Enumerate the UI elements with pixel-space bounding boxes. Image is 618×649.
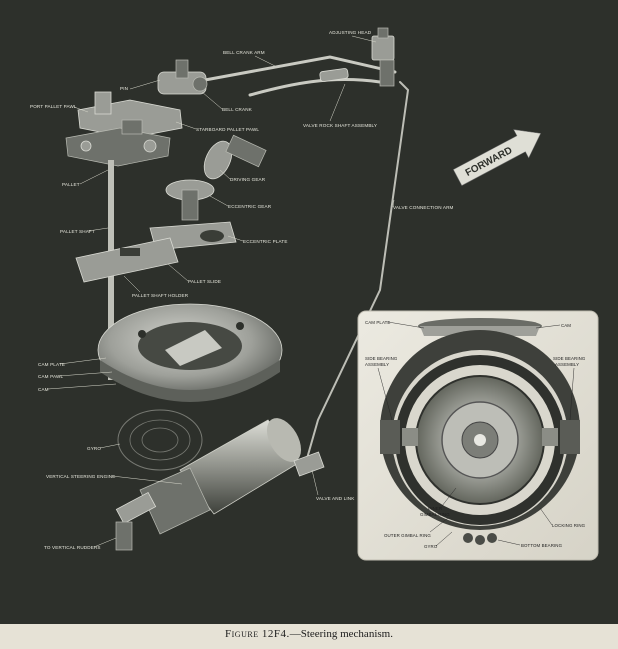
inset-label-gyro: GYRO (424, 544, 438, 549)
label-eccentric-plate: ECCENTRIC PLATE (243, 239, 288, 244)
forward-arrow: FORWARD (453, 129, 541, 186)
label-valve-rock-shaft-assembly: VALVE ROCK SHAFT ASSEMBLY (303, 123, 377, 128)
inset-label-bottom-bearing: BOTTOM BEARING (521, 543, 563, 548)
cam-plate (97, 303, 283, 402)
label-pin: PIN (120, 86, 128, 91)
inset-label-outer-gimbal-ring: OUTER GIMBAL RING (384, 533, 431, 538)
gyro (117, 409, 203, 471)
label-valve-and-link: VALVE AND LINK (316, 496, 355, 501)
label-pallet-slide: PALLET SLIDE (188, 279, 221, 284)
label-to-vertical-rudders: TO VERTICAL RUDDERS (44, 545, 101, 550)
figure-title: —Steering mechanism. (289, 628, 393, 640)
adjusting-head (371, 27, 395, 87)
label-bell-crank-arm: BELL CRANK ARM (223, 50, 265, 55)
inset-label-side-bearing-right-1: SIDE BEARING (553, 356, 586, 361)
label-cam-pawl: CAM PAWL (38, 374, 63, 379)
label-adjusting-head: ADJUSTING HEAD (329, 30, 372, 35)
label-gyro: GYRO (87, 446, 101, 451)
inset-bottom-bearing (463, 533, 497, 545)
mechanism-drawing: FORWARD ADJUSTING HEAD BELL CRANK ARM PI… (30, 27, 599, 561)
label-cam-plate: CAM PLATE (38, 362, 65, 367)
driving-gear (203, 134, 267, 180)
label-pallet-shaft: PALLET SHAFT (60, 229, 95, 234)
bell-crank (157, 59, 208, 95)
inset-label-cam: CAM (561, 323, 571, 328)
inset-label-side-bearing-left-1: SIDE BEARING (365, 356, 398, 361)
label-vertical-steering-engine: VERTICAL STEERING ENGINE (46, 474, 115, 479)
figure-number: Figure 12F4. (225, 628, 290, 640)
inset-label-inner-gimbal-ring-2: GIMBAL RING (420, 512, 450, 517)
main-labels: ADJUSTING HEAD BELL CRANK ARM PIN PORT P… (30, 30, 454, 550)
label-bell-crank: BELL CRANK (222, 107, 253, 112)
label-eccentric-gear: ECCENTRIC GEAR (228, 204, 272, 209)
valve-rock-shaft-assembly (203, 55, 397, 97)
label-starboard-pallet-pawl: STARBOARD PALLET PAWL (196, 127, 259, 132)
inset-label-locking-ring: LOCKING RING (552, 523, 586, 528)
label-cam: CAM (38, 387, 49, 392)
vertical-steering-engine (115, 418, 302, 551)
steering-mechanism-illustration: FORWARD ADJUSTING HEAD BELL CRANK ARM PI… (0, 0, 618, 624)
label-port-pallet-pawl: PORT PALLET PAWL (30, 104, 77, 109)
valve-and-link (293, 451, 325, 477)
eccentric-gear (165, 179, 215, 221)
pallet-slide (75, 237, 179, 283)
valve-connection-arm (305, 81, 410, 463)
inset-label-side-bearing-left-2: ASSEMBLY (365, 362, 389, 367)
inset-label-side-bearing-right-2: ASSEMBLY (555, 362, 579, 367)
label-pallet-shaft-holder: PALLET SHAFT HOLDER (132, 293, 189, 298)
inset-inner-gimbal-ring (415, 375, 545, 505)
inset-label-cam-plate: CAM PLATE (365, 320, 390, 325)
inset-side-bearings (380, 420, 580, 454)
label-driving-gear: DRIVING GEAR (230, 177, 266, 182)
label-pallet: PALLET (62, 182, 80, 187)
gyro-gimbal-inset: CAM PLATE CAM SIDE BEARING ASSEMBLY SIDE… (357, 310, 599, 561)
figure-caption: Figure 12F4.—Steering mechanism. (0, 628, 618, 640)
label-valve-connection-arm: VALVE CONNECTION ARM (393, 205, 454, 210)
inset-label-inner-gimbal-ring-1: INNER (428, 506, 442, 511)
pallet-pawls (65, 91, 183, 167)
